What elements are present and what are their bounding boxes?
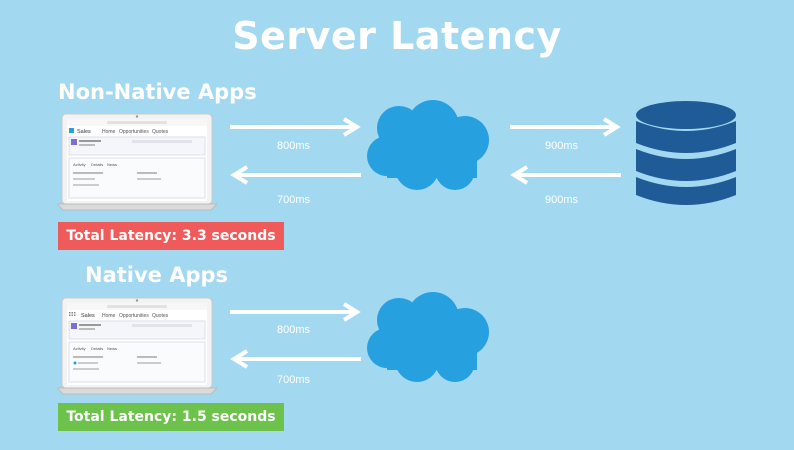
arrow-left-from-cloud (230, 349, 361, 369)
latency-from-cloud: 700ms (277, 194, 311, 206)
app-name: Sales (81, 313, 95, 319)
page-title: Server Latency (232, 14, 562, 58)
arrow-right-to-cloud (230, 117, 361, 137)
laptop-icon: Sales Home Opportunities Quotes Activity… (57, 113, 217, 211)
database-icon (636, 101, 736, 205)
total-latency-badge-non-native: Total Latency: 3.3 seconds (58, 222, 284, 250)
tab-activity: Activity (73, 346, 86, 351)
cloud-icon (367, 292, 489, 382)
latency-to-database: 900ms (545, 140, 579, 152)
cloud-icon (367, 100, 489, 190)
app-name: Sales (77, 129, 91, 135)
nav-quotes: Quotes (152, 129, 169, 135)
total-latency-badge-native: Total Latency: 1.5 seconds (58, 403, 284, 431)
latency-to-cloud: 800ms (277, 324, 311, 336)
arrow-right-to-database (510, 117, 621, 137)
native-apps-label: Native Apps (85, 263, 229, 287)
nav-home: Home (102, 313, 116, 319)
tab-news: News (107, 162, 117, 167)
latency-to-cloud: 800ms (277, 140, 311, 152)
nav-home: Home (102, 129, 116, 135)
arrow-left-from-database (510, 165, 621, 185)
non-native-apps-label: Non-Native Apps (58, 80, 257, 104)
tab-details: Details (91, 162, 103, 167)
tab-activity: Activity (73, 162, 86, 167)
tab-details: Details (91, 346, 103, 351)
latency-from-database: 900ms (545, 194, 579, 206)
laptop-icon: Sales Home Opportunities Quotes Activity… (57, 297, 217, 395)
latency-from-cloud: 700ms (277, 374, 311, 386)
nav-quotes: Quotes (152, 313, 169, 319)
tab-news: News (107, 346, 117, 351)
nav-opportunities: Opportunities (119, 129, 149, 135)
arrow-left-from-cloud (230, 165, 361, 185)
nav-opportunities: Opportunities (119, 313, 149, 319)
arrow-right-to-cloud (230, 302, 361, 322)
